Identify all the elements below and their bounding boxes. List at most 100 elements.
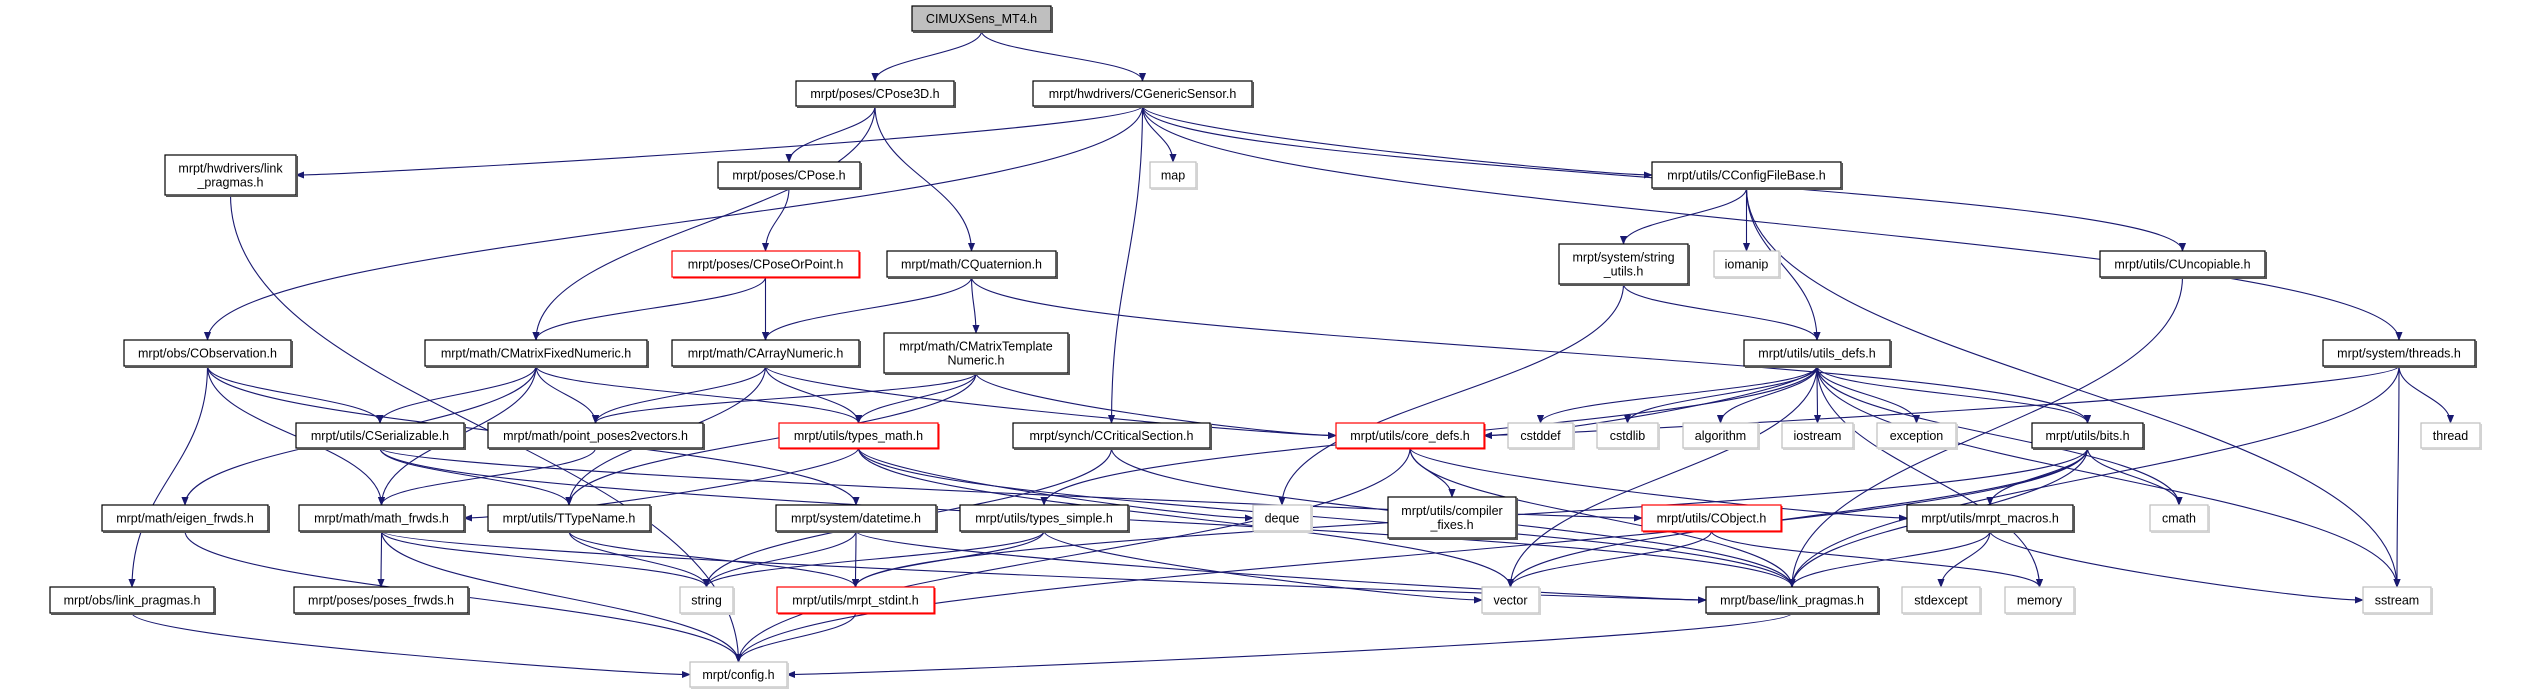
node-obs-link-pragmas[interactable]: mrpt/obs/link_pragmas.h <box>49 586 216 615</box>
node-cgenericsensor[interactable]: mrpt/hwdrivers/CGenericSensor.h <box>1032 80 1254 108</box>
node-math-frwds[interactable]: mrpt/math/math_frwds.h <box>298 504 466 533</box>
node-mrpt-macros[interactable]: mrpt/utils/mrpt_macros.h <box>1906 504 2075 533</box>
node-label: mrpt/math/eigen_frwds.h <box>116 512 254 526</box>
node-box <box>1335 422 1485 449</box>
edge-base_link_pragmas-to-config <box>786 612 1793 679</box>
node-memory: memory <box>2004 586 2076 615</box>
node-cpose3d[interactable]: mrpt/poses/CPose3D.h <box>795 80 956 108</box>
node-label: _fixes.h <box>1429 518 1473 532</box>
edge-obs_link_pragmas-to-config <box>131 612 691 679</box>
node-poses-frwds[interactable]: mrpt/poses/poses_frwds.h <box>293 586 470 615</box>
node-types-math[interactable]: mrpt/utils/types_math.h <box>778 422 940 450</box>
edge-threads-to-sstream <box>2393 365 2401 588</box>
node-ttypename[interactable]: mrpt/utils/TTypeName.h <box>487 504 652 533</box>
node-label: mrpt/poses/CPoseOrPoint.h <box>688 258 844 272</box>
edge-cobservation-to-obs_link_pragmas <box>128 365 209 588</box>
node-cobservation[interactable]: mrpt/obs/CObservation.h <box>123 339 293 368</box>
node-types-simple[interactable]: mrpt/utils/types_simple.h <box>959 504 1130 533</box>
edge-mrpt_stdint-to-config <box>734 612 857 663</box>
node-core-defs[interactable]: mrpt/utils/core_defs.h <box>1335 422 1486 450</box>
node-label: string <box>691 594 722 608</box>
node-hw-link-pragmas[interactable]: mrpt/hwdrivers/link_pragmas.h <box>164 154 298 197</box>
nodes-layer: CIMUXSens_MT4.h mrpt/poses/CPose3D.h mrpt/… <box>49 5 2482 689</box>
node-label: mrpt/utils/CUncopiable.h <box>2114 258 2250 272</box>
node-label: mrpt/utils/core_defs.h <box>1350 429 1470 443</box>
node-base-link-pragmas[interactable]: mrpt/base/link_pragmas.h <box>1705 586 1880 615</box>
edge-utils_defs-to-sstream <box>1816 365 2401 588</box>
node-cquaternion[interactable]: mrpt/math/CQuaternion.h <box>886 250 1058 279</box>
edge-bits-to-config <box>735 447 2089 663</box>
node-datetime[interactable]: mrpt/system/datetime.h <box>775 504 938 533</box>
node-box <box>1032 80 1253 107</box>
node-shadow <box>2033 424 2145 450</box>
edge-cpose-to-cposeorpoint <box>761 187 790 252</box>
node-box <box>776 586 935 614</box>
edge-types_simple-to-string <box>703 530 1045 588</box>
node-cconfigfilebase[interactable]: mrpt/utils/CConfigFileBase.h <box>1651 161 1843 190</box>
node-cposeorpoint[interactable]: mrpt/poses/CPoseOrPoint.h <box>671 250 861 279</box>
node-compiler-fixes[interactable]: mrpt/utils/compiler_fixes.h <box>1387 496 1518 540</box>
node-box <box>1705 586 1879 614</box>
node-shadow <box>2006 588 2076 615</box>
edge-cposeorpoint-to-cmatrixfixednumeric <box>532 276 767 341</box>
edge-datetime-to-string <box>702 530 857 588</box>
node-label: memory <box>2017 594 2063 608</box>
node-cobject[interactable]: mrpt/utils/CObject.h <box>1641 504 1783 533</box>
edge-cmatrixfixednumeric-to-cserializable <box>376 365 537 424</box>
node-cpose[interactable]: mrpt/poses/CPose.h <box>717 161 862 190</box>
edge-core_defs-to-base_link_pragmas <box>1409 447 1796 588</box>
node-label: mrpt/hwdrivers/link <box>178 162 283 176</box>
node-box <box>911 5 1052 32</box>
node-eigen-frwds[interactable]: mrpt/math/eigen_frwds.h <box>101 504 270 533</box>
node-string-utils[interactable]: mrpt/system/string_utils.h <box>1558 243 1690 286</box>
node-mrpt-stdint[interactable]: mrpt/utils/mrpt_stdint.h <box>776 586 936 615</box>
node-shadow <box>885 334 1070 375</box>
node-iostream: iostream <box>1781 422 1855 450</box>
node-label: mrpt/utils/CSerializable.h <box>311 429 449 443</box>
edge-math_frwds-to-config <box>380 530 743 663</box>
node-box <box>1743 339 1891 367</box>
node-cmatrixfixednumeric[interactable]: mrpt/math/CMatrixFixedNumeric.h <box>424 339 649 368</box>
edge-cmatrixfixednumeric-to-types_math <box>535 365 862 424</box>
edge-math_frwds-to-string <box>380 530 710 588</box>
edge-cmatrixfixednumeric-to-point_poses2vectors <box>535 365 600 424</box>
node-box <box>671 250 860 278</box>
node-cuncopiable[interactable]: mrpt/utils/CUncopiable.h <box>2099 250 2267 279</box>
node-box <box>679 586 734 614</box>
node-label: mrpt/math/CQuaternion.h <box>901 258 1042 272</box>
edge-datetime-to-mrpt_stdint <box>851 530 860 588</box>
node-cserializable[interactable]: mrpt/utils/CSerializable.h <box>295 422 466 450</box>
node-shadow <box>1715 252 1781 279</box>
edge-root-to-cpose3d <box>871 30 983 82</box>
node-box <box>487 504 651 532</box>
node-shadow <box>489 506 652 533</box>
edge-utils_defs-to-algorithm <box>1716 365 1818 424</box>
edge-cconfigfilebase-to-sstream <box>1745 187 2401 588</box>
node-threads[interactable]: mrpt/system/threads.h <box>2322 339 2477 368</box>
node-label: _pragmas.h <box>196 176 263 190</box>
node-ccriticalsection[interactable]: mrpt/synch/CCriticalSection.h <box>1012 422 1212 450</box>
edge-math_frwds-to-poses_frwds <box>377 530 385 588</box>
edge-math_frwds-to-base_link_pragmas <box>380 530 1707 604</box>
edge-cmatrixtemplatenumeric-to-core_defs <box>975 372 1337 440</box>
node-shadow <box>1034 82 1254 108</box>
node-carraynumeric[interactable]: mrpt/math/CArrayNumeric.h <box>671 339 861 368</box>
node-box <box>1901 586 1981 614</box>
edge-carraynumeric-to-point_poses2vectors <box>591 365 767 424</box>
node-label: mrpt/poses/poses_frwds.h <box>308 594 454 608</box>
edge-mrpt_macros-to-stdexcept <box>1937 530 1991 588</box>
node-shadow <box>489 424 705 450</box>
node-label: mrpt/math/CMatrixTemplate <box>899 340 1053 354</box>
node-shadow <box>300 506 466 533</box>
node-root[interactable]: CIMUXSens_MT4.h <box>911 5 1053 33</box>
edge-cconfigfilebase-to-utils_defs <box>1745 187 1821 341</box>
node-utils-defs[interactable]: mrpt/utils/utils_defs.h <box>1743 339 1892 368</box>
node-bits[interactable]: mrpt/utils/bits.h <box>2031 422 2145 450</box>
node-point-poses2vectors[interactable]: mrpt/math/point_poses2vectors.h <box>487 422 705 450</box>
node-shadow <box>1254 506 1313 533</box>
node-box <box>1682 422 1759 449</box>
edge-utils_defs-to-cstdlib <box>1623 365 1818 424</box>
node-shadow <box>1337 424 1486 450</box>
